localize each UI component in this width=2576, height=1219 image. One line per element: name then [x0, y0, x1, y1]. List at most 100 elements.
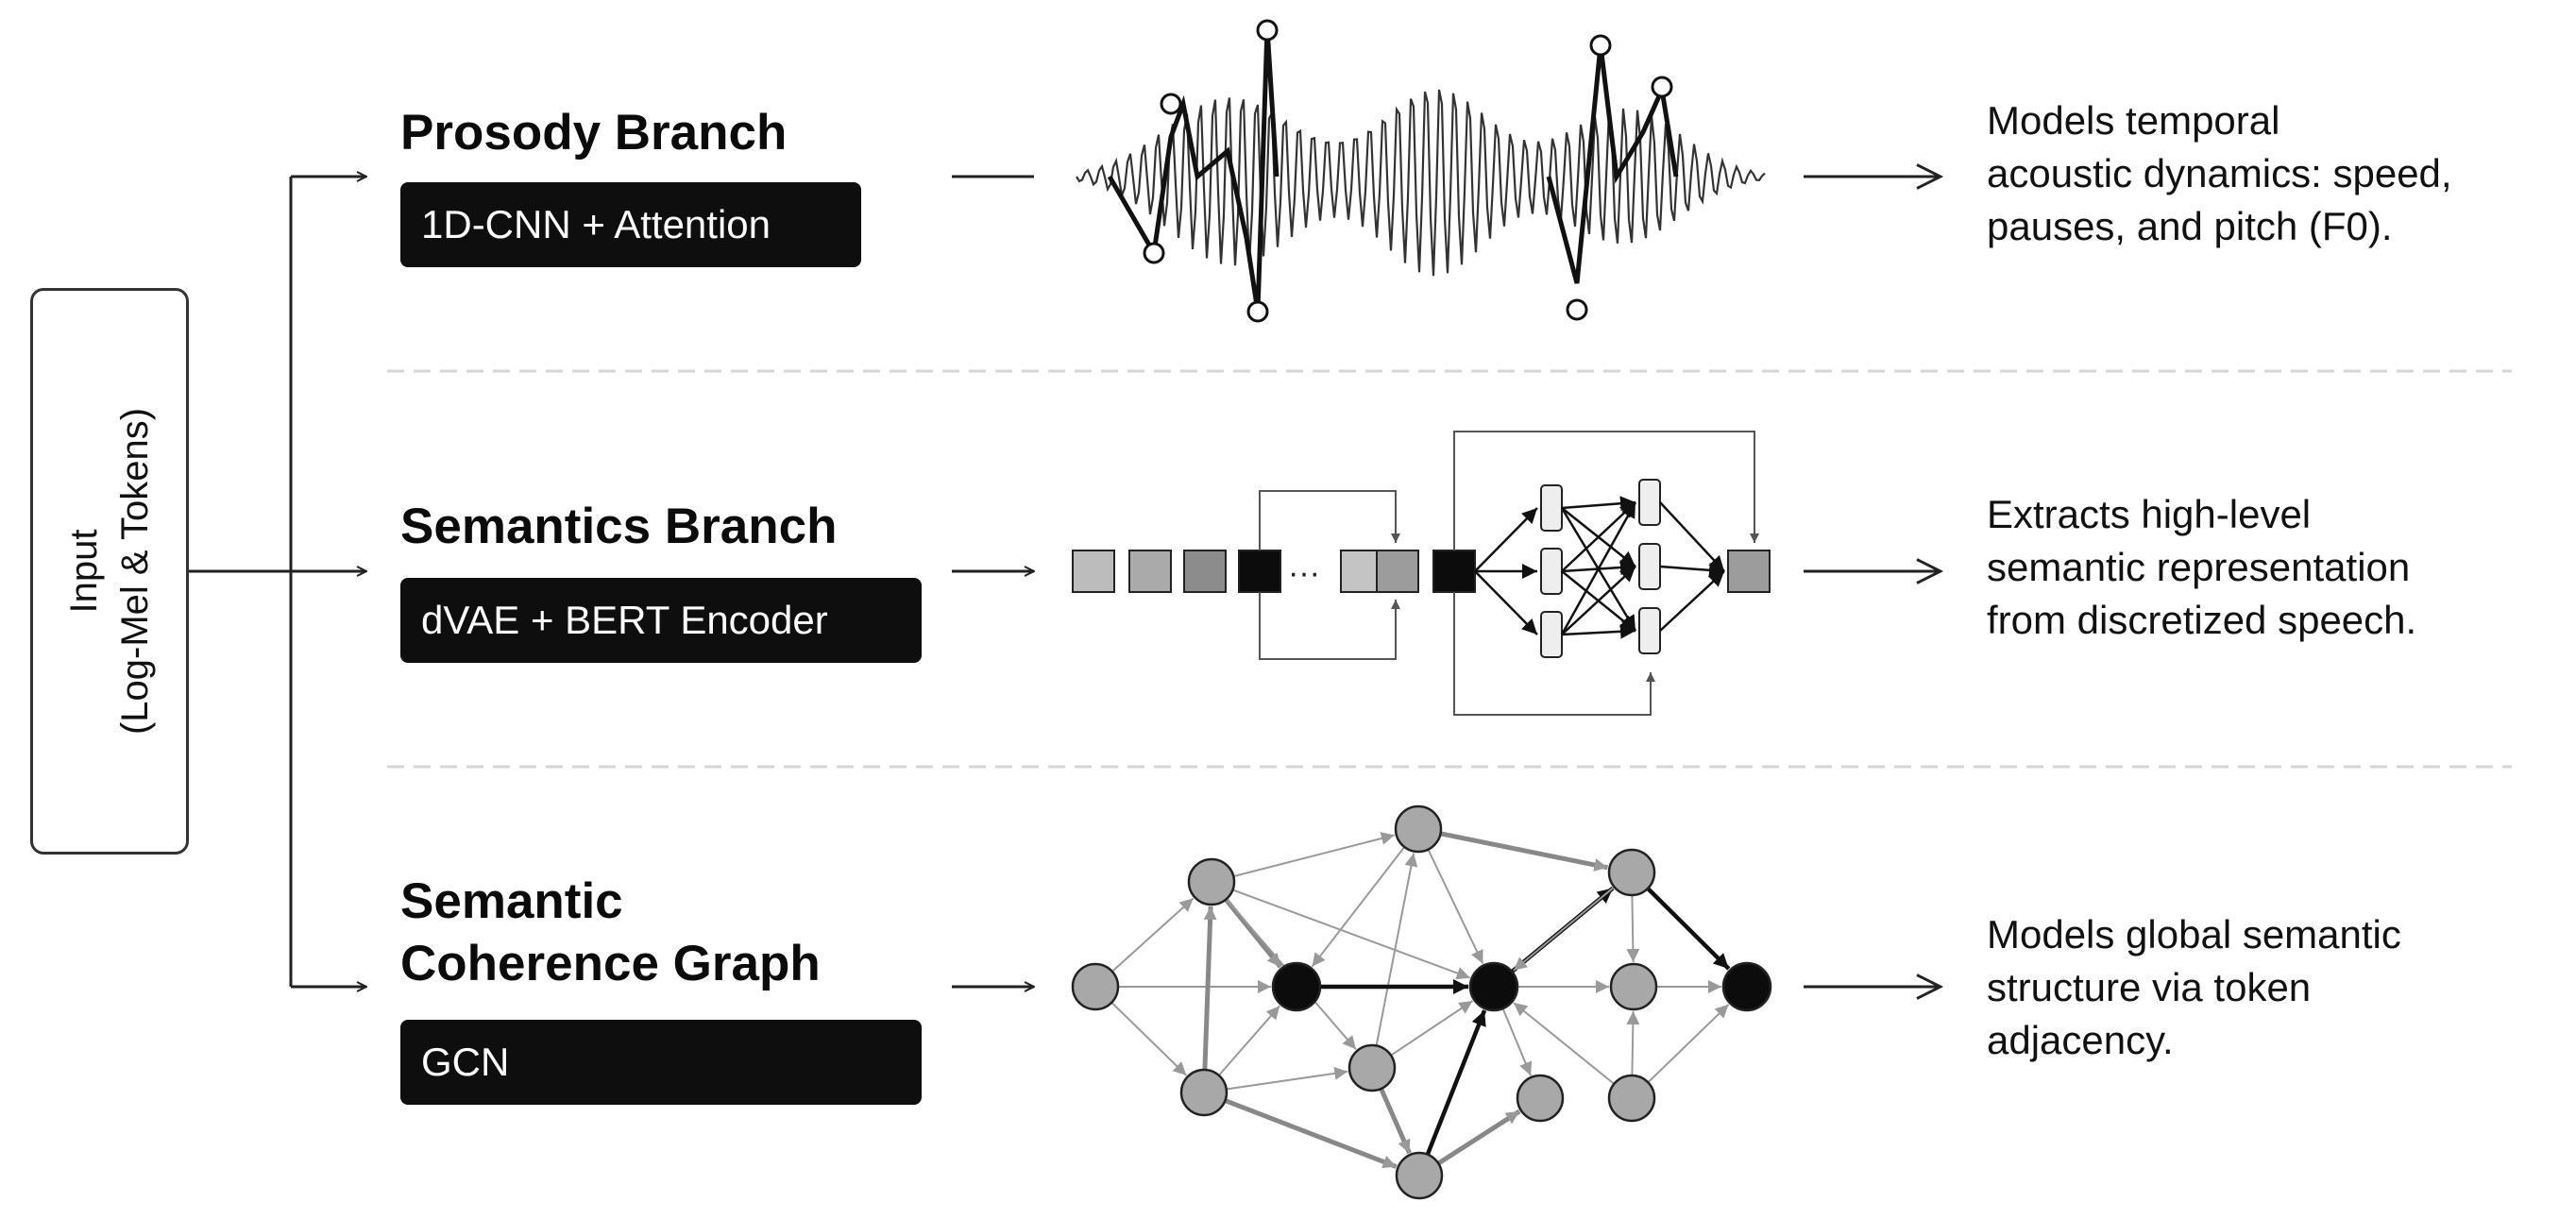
encoder-connection — [1561, 501, 1636, 572]
graph-edge — [1626, 1010, 1640, 1076]
neuron — [1540, 484, 1563, 532]
graph-edge — [1427, 849, 1484, 965]
prosody-desc-line2: acoustic dynamics: speed, — [1987, 151, 2452, 195]
graph-node — [1347, 1043, 1397, 1092]
graph-edge — [1111, 897, 1195, 973]
graph-edge — [1501, 1007, 1533, 1076]
graph-edge — [1646, 887, 1731, 971]
graph-node — [1516, 1074, 1565, 1123]
graph-edge — [1425, 1009, 1487, 1156]
graph-edge — [1379, 1087, 1412, 1155]
graph-model-tag: GCN — [400, 1020, 922, 1105]
graph-node — [1187, 857, 1236, 906]
neuron — [1638, 607, 1661, 654]
waveform-peak-marker — [1143, 242, 1165, 264]
graph-node-key — [1271, 961, 1322, 1012]
token-square — [1128, 550, 1172, 593]
waveform-peak-marker — [1566, 298, 1588, 321]
graph-edge — [1436, 1109, 1521, 1166]
graph-node-key — [1721, 961, 1772, 1012]
graph-node — [1607, 1074, 1656, 1123]
token-square — [1072, 550, 1115, 593]
skip-connection — [1453, 431, 1759, 550]
graph-node — [1394, 804, 1443, 854]
graph-desc-line2: structure via token — [1987, 965, 2312, 1009]
waveform-peak-marker — [1651, 76, 1673, 98]
graph-edge — [1202, 906, 1217, 1071]
neuron — [1638, 479, 1661, 526]
encoder-connection — [1659, 562, 1725, 578]
prosody-desc-line1: Models temporal — [1987, 98, 2280, 143]
graph-desc-line3: adjacency. — [1987, 1018, 2174, 1062]
input-box — [30, 288, 189, 855]
token-square — [1183, 550, 1227, 593]
prosody-desc-line3: pauses, and pitch (F0). — [1987, 204, 2393, 248]
graph-desc-line1: Models global semantic — [1987, 912, 2401, 957]
encoder-connection — [1561, 623, 1636, 639]
waveform-icon — [1076, 19, 1766, 323]
graph-network-icon — [1071, 804, 1772, 1200]
graph-node — [1179, 1068, 1229, 1117]
semantics-model-tag: dVAE + BERT Encoder — [400, 578, 922, 663]
neuron — [1638, 543, 1661, 590]
graph-edge — [1226, 1066, 1348, 1091]
encoder-connection — [1474, 570, 1538, 635]
waveform-peak-marker — [1246, 300, 1269, 323]
encoder-connection — [1474, 507, 1538, 572]
semantics-desc-line3: from discretized speech. — [1987, 598, 2417, 642]
graph-edge — [1513, 1002, 1615, 1085]
waveform-peak-marker — [1256, 19, 1279, 42]
encoder-connection — [1659, 501, 1725, 572]
neuron — [1540, 611, 1563, 658]
graph-edge — [1375, 853, 1418, 1046]
graph-edge — [1232, 889, 1471, 980]
graph-title-line1: Semantic — [400, 873, 623, 929]
graph-edge — [1311, 846, 1406, 968]
input-connector — [189, 177, 366, 987]
waveform-line — [1076, 89, 1766, 277]
graph-edge — [1440, 831, 1608, 872]
token-sequence-icon: ··· — [1072, 431, 1771, 716]
token-output-square — [1727, 550, 1771, 593]
prosody-model-tag: 1D-CNN + Attention — [400, 182, 861, 267]
graph-node — [1071, 962, 1120, 1011]
graph-edge — [1233, 832, 1396, 878]
graph-edge — [1218, 1005, 1280, 1076]
token-square — [1376, 550, 1419, 593]
semantics-desc-line1: Extracts high-level — [1987, 492, 2312, 536]
graph-edge — [1390, 1000, 1474, 1057]
encoder-connection — [1659, 570, 1725, 632]
graph-node — [1395, 1151, 1444, 1200]
semantics-description: Extracts high-level semantic representat… — [1987, 488, 2416, 647]
waveform-emphasis — [1107, 27, 1280, 313]
waveform-peak-marker — [1589, 34, 1612, 57]
neuron — [1540, 548, 1563, 595]
encoder-connection — [1560, 501, 1637, 635]
skip-connection — [1453, 592, 1655, 716]
encoder-connection — [1561, 566, 1636, 635]
graph-edge — [1626, 894, 1640, 963]
prosody-branch-title: Prosody Branch — [400, 102, 787, 164]
semantics-branch-title: Semantics Branch — [400, 496, 837, 558]
graph-edge — [1110, 1001, 1188, 1076]
graph-node — [1609, 962, 1658, 1011]
graph-edge — [1224, 1098, 1398, 1169]
prosody-title-line1: Prosody Branch — [400, 105, 788, 161]
token-ellipsis: ··· — [1288, 555, 1320, 591]
graph-edge — [1647, 1004, 1730, 1084]
token-square — [1432, 550, 1476, 593]
skip-connection — [1259, 592, 1400, 660]
semantics-title-line1: Semantics Branch — [400, 499, 838, 554]
token-square — [1238, 550, 1281, 593]
prosody-description: Models temporal acoustic dynamics: speed… — [1987, 94, 2452, 253]
graph-edge — [1224, 898, 1282, 969]
waveform-peak-marker — [1160, 93, 1182, 115]
encoder-connection — [1561, 496, 1636, 512]
semantics-desc-line2: semantic representation — [1987, 545, 2411, 589]
graph-title-line2: Coherence Graph — [400, 936, 821, 991]
graph-node-key — [1468, 961, 1519, 1012]
skip-connection — [1259, 490, 1400, 550]
graph-node — [1607, 848, 1656, 897]
graph-edge — [1513, 886, 1616, 972]
